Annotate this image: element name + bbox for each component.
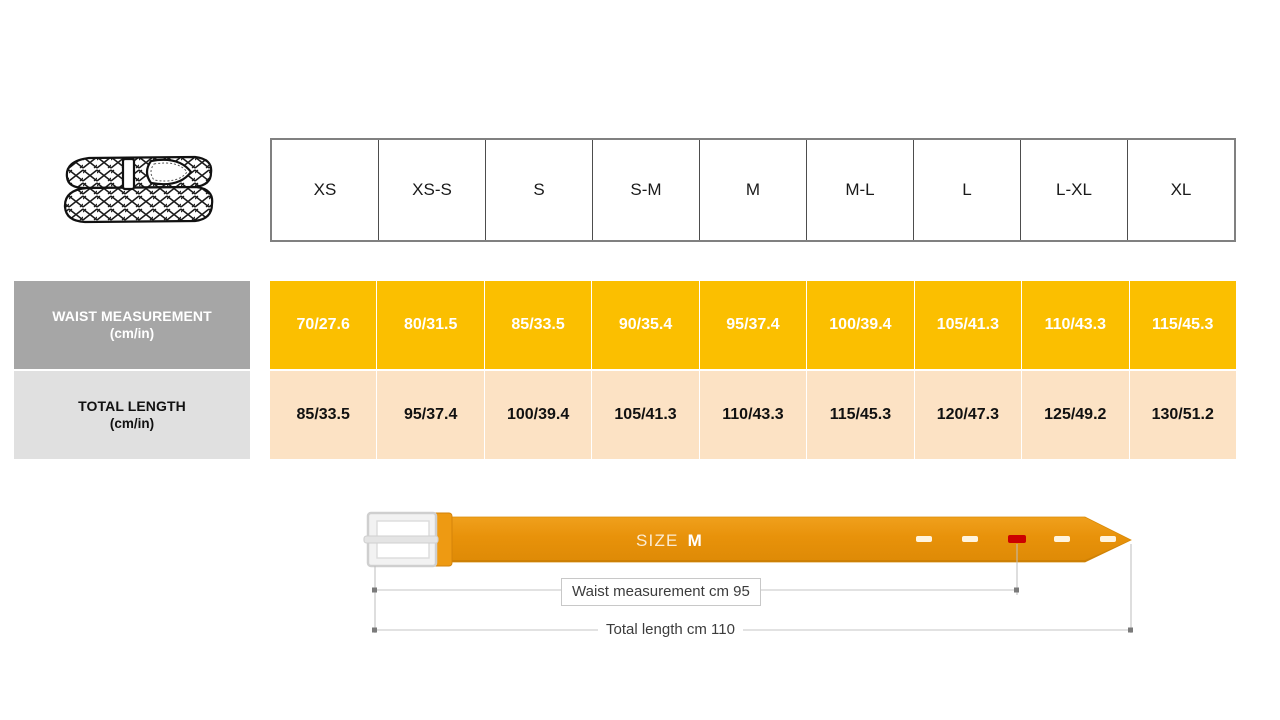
belt-buckle-icon xyxy=(363,511,439,568)
dimension-extension-lines xyxy=(374,544,1132,633)
length-value-cell: 110/43.3 xyxy=(699,371,808,459)
total-length-row: 85/33.5 95/37.4 100/39.4 105/41.3 110/43… xyxy=(270,371,1236,459)
waist-measurement-row: 70/27.6 80/31.5 85/33.5 90/35.4 95/37.4 … xyxy=(270,281,1236,369)
belt-measurement-diagram xyxy=(350,500,1160,660)
length-value-cell: 85/33.5 xyxy=(270,371,378,459)
belt-holes xyxy=(916,535,1116,543)
waist-value-cell: 85/33.5 xyxy=(484,281,593,369)
length-value-cell: 115/45.3 xyxy=(807,371,915,459)
size-header-row: XS XS-S S S-M M M-L L L-XL XL xyxy=(270,138,1236,242)
length-label-title: TOTAL LENGTH xyxy=(78,397,186,414)
total-length-dimension-label: Total length cm 110 xyxy=(598,619,743,640)
waist-value-cell: 90/35.4 xyxy=(592,281,700,369)
belt-hole xyxy=(1054,536,1070,542)
size-header-cell: XS-S xyxy=(379,140,486,240)
waist-value-cell: 115/45.3 xyxy=(1129,281,1236,369)
waist-dimension-label: Waist measurement cm 95 xyxy=(561,578,761,606)
waist-value-cell: 95/37.4 xyxy=(699,281,808,369)
length-value-cell: 100/39.4 xyxy=(484,371,593,459)
belt-hole-active xyxy=(1008,535,1026,543)
length-value-cell: 105/41.3 xyxy=(592,371,700,459)
length-label-unit: (cm/in) xyxy=(109,416,155,432)
length-value-cell: 95/37.4 xyxy=(377,371,485,459)
size-header-cell: M xyxy=(700,140,807,240)
braided-belt-icon xyxy=(55,143,220,243)
length-value-cell: 120/47.3 xyxy=(914,371,1023,459)
waist-value-cell: 100/39.4 xyxy=(807,281,915,369)
waist-value-cell: 70/27.6 xyxy=(270,281,378,369)
waist-value-cell: 80/31.5 xyxy=(377,281,485,369)
waist-label-unit: (cm/in) xyxy=(109,326,155,342)
belt-hole xyxy=(962,536,978,542)
waist-label-title: WAIST MEASUREMENT xyxy=(52,307,212,324)
belt-hole xyxy=(1100,536,1116,542)
length-value-cell: 125/49.2 xyxy=(1022,371,1130,459)
waist-measurement-label: WAIST MEASUREMENT (cm/in) xyxy=(14,281,250,369)
total-length-label: TOTAL LENGTH (cm/in) xyxy=(14,371,250,459)
length-value-cell: 130/51.2 xyxy=(1129,371,1236,459)
total-length-dimension-line xyxy=(372,627,1133,633)
size-word-label: SIZE xyxy=(636,531,679,550)
waist-value-cell: 110/43.3 xyxy=(1022,281,1130,369)
waist-value-cell: 105/41.3 xyxy=(914,281,1023,369)
belt-size-text: SIZE M xyxy=(636,531,702,551)
size-header-cell: XL xyxy=(1170,180,1192,199)
size-header-cell: L xyxy=(914,140,1021,240)
belt-hole xyxy=(916,536,932,542)
size-header-cell: M-L xyxy=(807,140,914,240)
size-header-cell: L-XL xyxy=(1021,140,1128,240)
size-value-label: M xyxy=(687,531,702,550)
size-header-cell: S xyxy=(486,140,593,240)
size-header-cell: XS xyxy=(272,140,379,240)
size-header-cell: S-M xyxy=(593,140,700,240)
belt-strap xyxy=(437,516,1132,563)
